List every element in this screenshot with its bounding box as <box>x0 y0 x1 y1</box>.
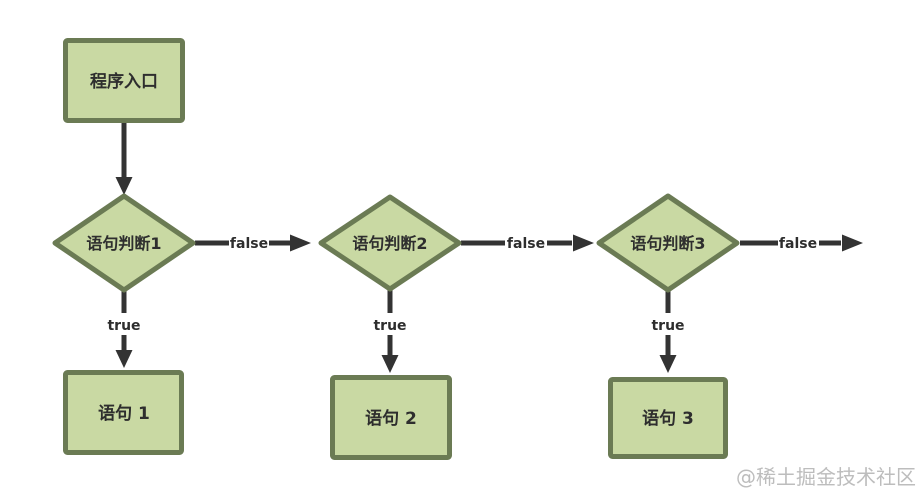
statement3-node-label: 语句 3 <box>642 408 694 429</box>
entry-node <box>63 38 185 123</box>
decision1-node-label: 语句判断1 <box>86 234 161 253</box>
arrowhead-decision1-to-statement1 <box>115 350 133 368</box>
edge-label-true-2: true <box>373 318 406 334</box>
statement1-node-label: 语句 1 <box>98 403 150 424</box>
decision2-node-label: 语句判断2 <box>352 234 427 253</box>
edge-label-false-3: false <box>779 236 817 252</box>
arrowhead-decision2-to-decision3 <box>573 234 594 252</box>
decision3-node <box>596 193 740 293</box>
edge-label-false-1: false <box>230 236 268 252</box>
statement1-node <box>63 370 184 455</box>
entry-node-label: 程序入口 <box>90 71 158 92</box>
statement2-node <box>330 375 452 460</box>
arrowhead-entry-to-decision1 <box>115 177 133 195</box>
arrowhead-decision2-to-statement2 <box>381 355 399 373</box>
edge-label-false-2: false <box>507 236 545 252</box>
statement2-node-label: 语句 2 <box>365 408 417 429</box>
decision1-node <box>52 193 196 293</box>
arrowhead-decision1-to-decision2 <box>290 234 311 252</box>
arrowhead-decision3-to-statement3 <box>659 355 677 373</box>
arrowhead-decision3-false-exit <box>842 234 863 252</box>
watermark-text: @稀土掘金技术社区 <box>736 465 916 489</box>
edge-label-true-1: true <box>107 318 140 334</box>
decision3-node-label: 语句判断3 <box>630 234 705 253</box>
decision2-node <box>318 194 462 292</box>
statement3-node <box>608 377 728 459</box>
edge-label-true-3: true <box>651 318 684 334</box>
